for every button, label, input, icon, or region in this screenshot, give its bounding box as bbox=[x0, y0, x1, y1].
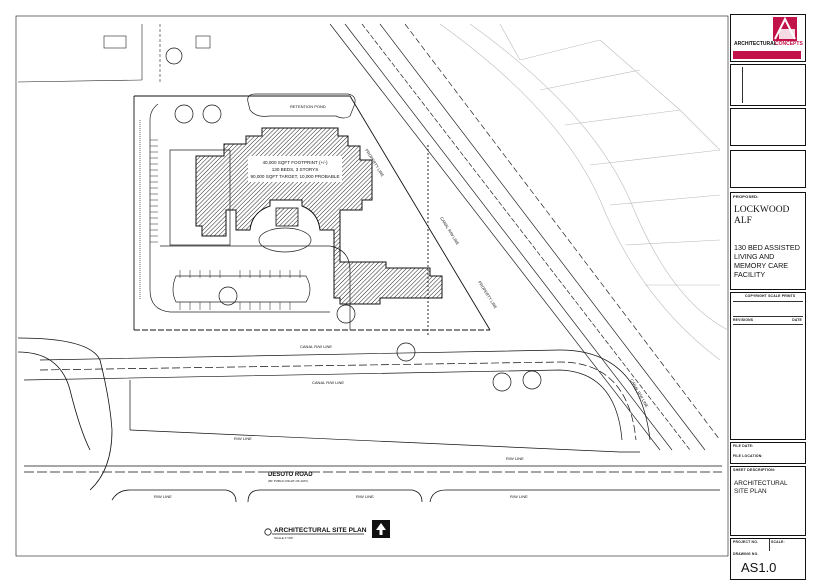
drawing-no-label: DRAWING NO. bbox=[733, 552, 759, 556]
firm-subtitle: CONCEPTS bbox=[775, 41, 803, 47]
drawing-scale-note: SCALE 1"=80' bbox=[274, 536, 293, 540]
rw-line-label-3: R/W LINE bbox=[154, 494, 172, 499]
project-desc-line2: LIVING AND bbox=[734, 252, 775, 261]
file-location-label: FILE LOCATION: bbox=[733, 454, 763, 458]
scale-label: SCALE: bbox=[771, 540, 785, 544]
adjacent-subdivision bbox=[439, 23, 729, 361]
rw-line-label: R/W LINE bbox=[234, 436, 252, 441]
proposed-label: PROPOSED: bbox=[733, 194, 759, 199]
footprint-label-line2: 130 BEDS, 3 STORYS bbox=[272, 167, 319, 172]
sheet-desc-line2: SITE PLAN bbox=[734, 488, 767, 495]
project-block: PROPOSED: LOCKWOOD ALF 130 BED ASSISTED … bbox=[730, 192, 806, 290]
canal-rw-label-3: CANAL R/W LINE bbox=[300, 344, 332, 349]
neighbor-buildings bbox=[17, 24, 211, 84]
drop-off-circle bbox=[258, 227, 312, 253]
sheet-border bbox=[15, 15, 729, 557]
drawing-number-block: PROJECT NO. SCALE: DRAWING NO. AS1.0 bbox=[730, 538, 806, 580]
retention-pond-label: RETENTION POND bbox=[290, 104, 326, 109]
entry-canopy bbox=[275, 207, 299, 227]
parking-stalls bbox=[150, 139, 301, 310]
road-name: DESOTO ROAD bbox=[268, 472, 313, 478]
sheet-desc-label: SHEET DESCRIPTION: bbox=[733, 468, 776, 472]
copyright-label: COPYRIGHT SCALE PRINTS bbox=[745, 294, 796, 298]
blank-block-2 bbox=[730, 150, 806, 188]
copyright-note bbox=[733, 301, 803, 317]
parking-lots bbox=[139, 103, 351, 330]
project-desc-line3: MEMORY CARE bbox=[734, 261, 789, 270]
canal-rw-label: CANAL R/W LINE bbox=[439, 216, 460, 246]
canal-corridor bbox=[329, 23, 721, 451]
canal-rw-label-4: CANAL R/W LINE bbox=[312, 380, 344, 385]
consultant-block bbox=[730, 64, 806, 106]
file-info-block: FILE DATE: FILE LOCATION: bbox=[730, 442, 806, 464]
building-footprint bbox=[195, 127, 443, 305]
footprint-label-line3: 90,000 SQFT TARGET, 10,000 PROBABLE bbox=[250, 174, 339, 179]
road-edges bbox=[17, 337, 722, 503]
project-name-line1: LOCKWOOD bbox=[734, 205, 790, 215]
property-line-label-2: PROPERTY LINE bbox=[477, 280, 498, 310]
firm-name: ARCHITECTURAL bbox=[734, 41, 777, 47]
rw-line-label-5: R/W LINE bbox=[510, 494, 528, 499]
consultant-stamp bbox=[734, 67, 743, 103]
title-block-logo: ARCHITECTURAL CONCEPTS bbox=[730, 14, 806, 62]
trees bbox=[165, 47, 542, 392]
drawing-title-text: ARCHITECTURAL SITE PLAN bbox=[274, 527, 367, 534]
project-desc-line4: FACILITY bbox=[734, 270, 766, 279]
canal-easement bbox=[23, 349, 651, 453]
footprint-label-line1: 40,000 SQFT FOOTPRINT (+/-) bbox=[262, 160, 328, 165]
revisions-label: REVISIONS bbox=[733, 318, 754, 322]
project-no-label: PROJECT NO. bbox=[733, 540, 759, 544]
footprint-label: 40,000 SQFT FOOTPRINT (+/-) 130 BEDS, 3 … bbox=[248, 156, 342, 182]
drawing-title: ARCHITECTURAL SITE PLAN SCALE 1"=80' bbox=[264, 527, 367, 540]
revisions-divider bbox=[733, 324, 803, 325]
drawing-number-divider bbox=[769, 539, 770, 551]
sheet-desc-line1: ARCHITECTURAL bbox=[734, 480, 788, 487]
revisions-block: COPYRIGHT SCALE PRINTS REVISIONS DATE bbox=[730, 292, 806, 440]
sheet-description-block: SHEET DESCRIPTION: ARCHITECTURAL SITE PL… bbox=[730, 466, 806, 536]
revisions-date-label: DATE bbox=[792, 318, 802, 322]
project-name-line2: ALF bbox=[734, 216, 752, 226]
property-boundary bbox=[133, 95, 491, 335]
drawing-number: AS1.0 bbox=[741, 560, 777, 575]
rw-line-label-2: R/W LINE bbox=[506, 456, 524, 461]
north-arrow-icon bbox=[372, 520, 390, 538]
road-note: (80' PUBLIC RIGHT-OF-WAY) bbox=[268, 479, 308, 483]
file-date-label: FILE DATE: bbox=[733, 444, 754, 448]
retention-pond bbox=[247, 93, 356, 119]
project-desc-line1: 130 BED ASSISTED bbox=[734, 243, 800, 252]
rw-line-label-4: R/W LINE bbox=[356, 494, 374, 499]
blank-block-1 bbox=[730, 108, 806, 146]
firm-logo-icon bbox=[733, 16, 801, 59]
